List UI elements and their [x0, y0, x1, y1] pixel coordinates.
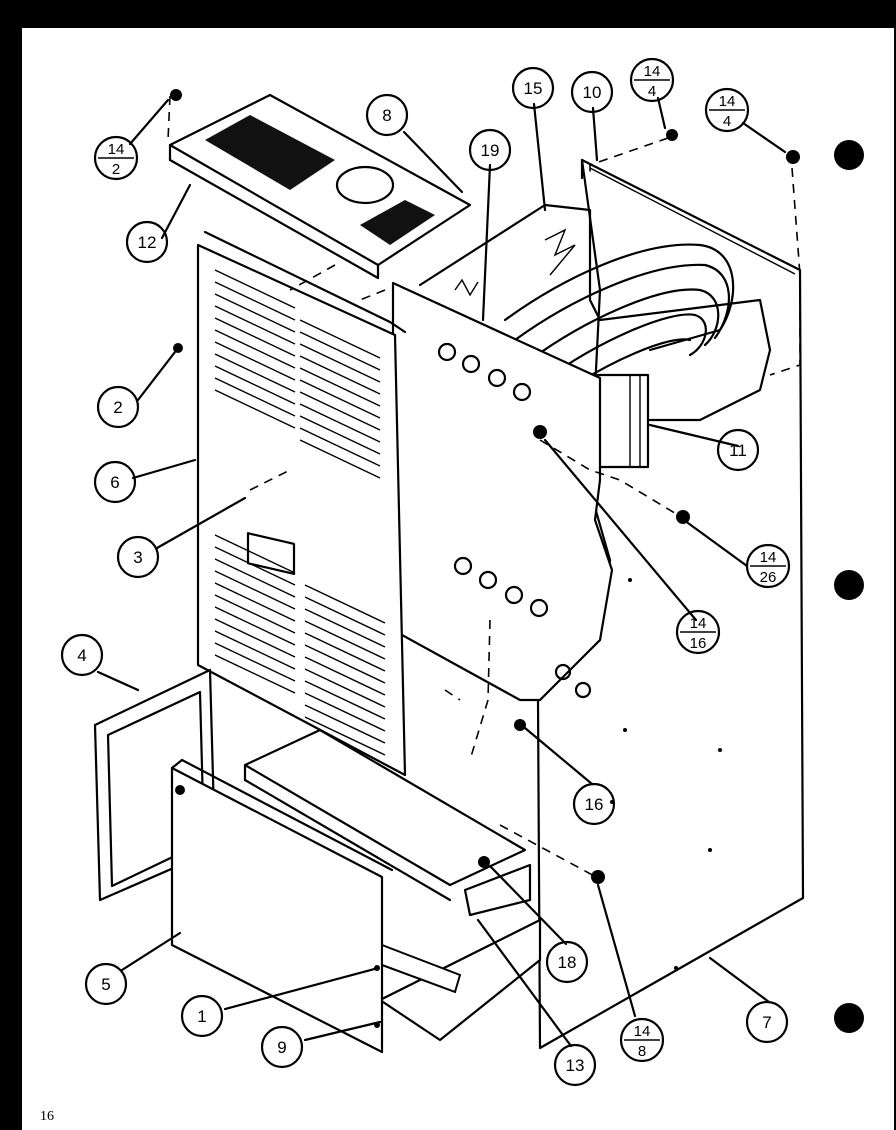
svg-text:5: 5: [101, 975, 110, 994]
svg-text:4: 4: [77, 646, 86, 665]
callout-6: 6: [93, 460, 137, 504]
svg-text:19: 19: [481, 141, 500, 160]
svg-text:6: 6: [110, 473, 119, 492]
svg-text:10: 10: [583, 83, 602, 102]
callout-5: 5: [84, 962, 128, 1006]
fraction-callouts: 14 2 14 4 14 4 14 16: [93, 57, 791, 1063]
callout-14-16: 14 16: [675, 609, 721, 655]
callout-12: 12: [125, 220, 169, 264]
callout-14-2: 14 2: [93, 135, 139, 181]
svg-text:13: 13: [566, 1056, 585, 1075]
svg-text:4: 4: [723, 113, 731, 130]
callout-18: 18: [545, 940, 589, 984]
callout-14-26: 14 26: [745, 543, 791, 589]
svg-text:4: 4: [648, 83, 656, 100]
svg-text:18: 18: [558, 953, 577, 972]
callout-8: 8: [365, 93, 409, 137]
svg-text:15: 15: [524, 79, 543, 98]
svg-text:12: 12: [138, 233, 157, 252]
burner-front-panel: [391, 281, 614, 702]
svg-text:14: 14: [108, 141, 125, 158]
callout-11: 11: [716, 428, 760, 472]
callout-9: 9: [260, 1025, 304, 1069]
svg-text:8: 8: [382, 106, 391, 125]
louvered-front-door: [196, 230, 407, 777]
svg-text:26: 26: [760, 569, 777, 586]
assembly-lines: [167, 95, 801, 879]
svg-text:2: 2: [112, 161, 120, 178]
top-panel: [168, 93, 472, 280]
callout-14-4b: 14 4: [704, 87, 750, 133]
svg-text:1: 1: [197, 1007, 206, 1026]
svg-text:14: 14: [690, 615, 707, 632]
callout-13: 13: [553, 1043, 597, 1087]
svg-text:14: 14: [644, 63, 661, 80]
svg-text:11: 11: [729, 441, 747, 460]
svg-text:14: 14: [760, 549, 777, 566]
callout-16: 16: [572, 782, 616, 826]
svg-text:16: 16: [690, 635, 707, 652]
svg-text:14: 14: [634, 1023, 651, 1040]
callout-2: 2: [96, 385, 140, 429]
hardware: [170, 89, 800, 884]
callout-19: 19: [468, 128, 512, 172]
svg-text:8: 8: [638, 1043, 646, 1060]
callout-14-8: 14 8: [619, 1017, 665, 1063]
callout-1: 1: [180, 994, 224, 1038]
svg-text:9: 9: [277, 1038, 286, 1057]
svg-text:2: 2: [113, 398, 122, 417]
callout-15: 15: [511, 66, 555, 110]
callout-14-4a: 14 4: [629, 57, 675, 103]
callout-3: 3: [116, 535, 160, 579]
svg-text:3: 3: [133, 548, 142, 567]
callouts: 12 8 19 15 10 2 6 3 4 11 16 18 7 13 5 1 …: [60, 66, 789, 1087]
callout-7: 7: [745, 1000, 789, 1044]
svg-text:14: 14: [719, 93, 736, 110]
svg-text:16: 16: [585, 795, 604, 814]
binder-holes: [834, 140, 864, 1033]
page-number: 16: [40, 1109, 54, 1124]
callout-4: 4: [60, 633, 104, 677]
leader-lines: [96, 96, 787, 1048]
svg-text:7: 7: [762, 1013, 771, 1032]
callout-10: 10: [570, 70, 614, 114]
